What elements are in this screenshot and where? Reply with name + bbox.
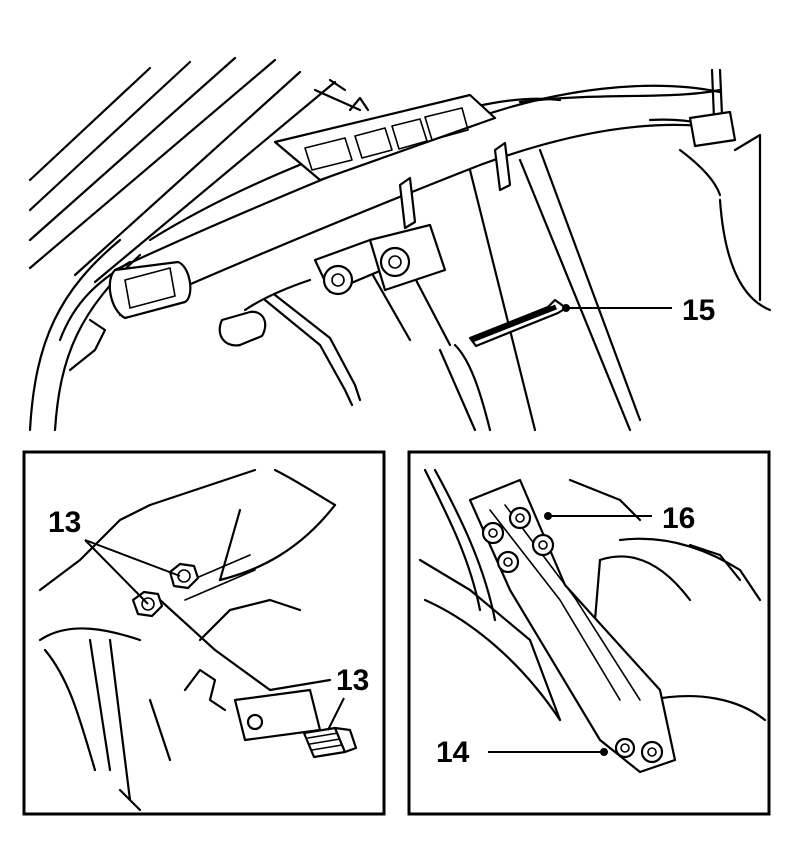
callout-16-label: 16 (662, 502, 695, 535)
callout-14: 14 (436, 736, 608, 769)
right-inset (407, 450, 771, 816)
callout-15-label: 15 (682, 294, 715, 327)
left-inset (22, 450, 386, 816)
main-view (28, 56, 772, 432)
callout-13-nuts-label: 13 (48, 506, 81, 539)
bolt (302, 726, 358, 759)
callout-16: 16 (544, 502, 695, 535)
callout-14-label: 14 (436, 736, 470, 769)
callout-13-bolt: 13 (327, 664, 369, 731)
nut-upper (168, 562, 200, 590)
bolt-group (481, 506, 664, 764)
callout-15: 15 (562, 294, 715, 327)
callout-13-nuts: 13 (48, 506, 181, 605)
callout-13-bolt-label: 13 (336, 664, 369, 697)
